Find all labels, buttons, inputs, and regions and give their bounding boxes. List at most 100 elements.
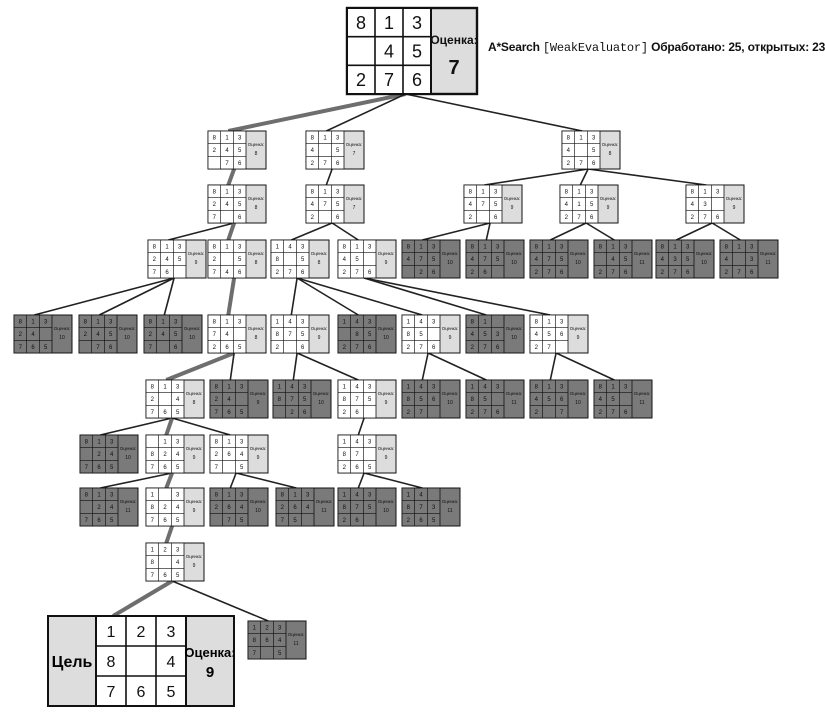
board-tile: 1: [225, 319, 229, 325]
board-tile: 3: [336, 135, 340, 141]
board-tile: 5: [686, 257, 690, 263]
board-tile: 4: [110, 452, 114, 458]
board-tile: 5: [432, 257, 436, 263]
board-tile: 7: [107, 684, 116, 701]
board-tile: 7: [85, 518, 89, 524]
board-tile: 4: [419, 384, 423, 390]
board-tile: 1: [471, 384, 475, 390]
board-tile: 5: [176, 410, 180, 416]
board-tile: 2: [567, 161, 571, 167]
board-tile: 2: [213, 148, 217, 154]
board-tile: 4: [535, 332, 539, 338]
score-value: 11: [447, 508, 452, 514]
board-tile: 4: [355, 319, 359, 325]
board-tile: 4: [176, 452, 180, 458]
board-tile: 8: [407, 397, 411, 403]
board-tile: 7: [153, 270, 157, 276]
score-value: 10: [575, 260, 581, 266]
board-tile: 3: [590, 189, 594, 195]
board-tile: 4: [176, 560, 180, 566]
score-label: Оценка:: [184, 326, 200, 331]
board-tile: 2: [163, 547, 167, 553]
tree-edge: [485, 222, 491, 241]
board-tile: 3: [178, 244, 182, 250]
board-tile: 6: [137, 684, 146, 701]
board-tile: 5: [547, 332, 551, 338]
board-tile: 3: [240, 492, 244, 498]
board-tile: 3: [703, 202, 707, 208]
board-tile: 4: [288, 319, 292, 325]
board-tile: 1: [577, 189, 581, 195]
board-tile: 1: [163, 384, 167, 390]
board-tile: 6: [303, 410, 307, 416]
score-label: Оценка:: [346, 142, 362, 147]
board-tile: 3: [303, 384, 307, 390]
processed-label: Обработано: 25,: [651, 40, 745, 54]
board-tile: 8: [343, 244, 347, 250]
board-tile: 8: [213, 135, 217, 141]
board-tile: 6: [97, 518, 101, 524]
board-tile: 4: [240, 452, 244, 458]
tree-edge: [555, 352, 615, 381]
board-tile: 2: [290, 410, 294, 416]
board-tile: 5: [368, 465, 372, 471]
board-tile: 7: [419, 257, 423, 263]
score-label: Оценка:: [726, 196, 742, 201]
board-tile: 1: [419, 244, 423, 250]
board-tile: 3: [109, 319, 113, 325]
score-label: Оценка:: [504, 196, 520, 201]
board-tile: 4: [471, 257, 475, 263]
board-tile: 8: [149, 319, 153, 325]
board-tile: 8: [535, 384, 539, 390]
board-tile: 4: [419, 319, 423, 325]
board-tile: 3: [496, 332, 500, 338]
board-tile: 2: [343, 518, 347, 524]
tree-edge: [325, 168, 333, 186]
board-tile: 2: [19, 332, 23, 338]
board-tile: 7: [483, 257, 487, 263]
board-tile: 6: [560, 332, 564, 338]
tree-edge: [296, 277, 423, 316]
board-tile: 4: [599, 397, 603, 403]
board-tile: 4: [225, 270, 229, 276]
tree-edge: [229, 352, 235, 381]
score-value: 11: [511, 400, 516, 406]
board-tile: 7: [547, 270, 551, 276]
board-tile: 4: [225, 148, 229, 154]
board-tile: 4: [225, 202, 229, 208]
board-tile: 2: [153, 257, 157, 263]
board-tile: 3: [750, 244, 754, 250]
score-label: Оценка:: [248, 142, 264, 147]
tree-edge: [163, 277, 175, 316]
board-tile: 3: [167, 624, 176, 641]
board-tile: 5: [560, 257, 564, 263]
score-value: 9: [385, 400, 388, 406]
board-tile: 4: [278, 638, 282, 644]
board-tile: 3: [716, 189, 720, 195]
board-tile: 5: [419, 332, 423, 338]
board-tile: 6: [163, 518, 167, 524]
board-tile: 5: [496, 257, 500, 263]
score-value: 9: [577, 335, 580, 341]
score-label: Оценка:: [442, 251, 458, 256]
score-label: Оценка:: [570, 251, 586, 256]
board-tile: 7: [355, 270, 359, 276]
board-tile: 2: [311, 161, 315, 167]
score-value: 11: [293, 641, 298, 647]
board-tile: 2: [281, 505, 285, 511]
board-tile: 4: [311, 202, 315, 208]
tree-edge: [164, 417, 174, 436]
score-label: Оценка:: [313, 391, 329, 396]
board-tile: 8: [215, 492, 219, 498]
board-tile: 6: [238, 161, 242, 167]
